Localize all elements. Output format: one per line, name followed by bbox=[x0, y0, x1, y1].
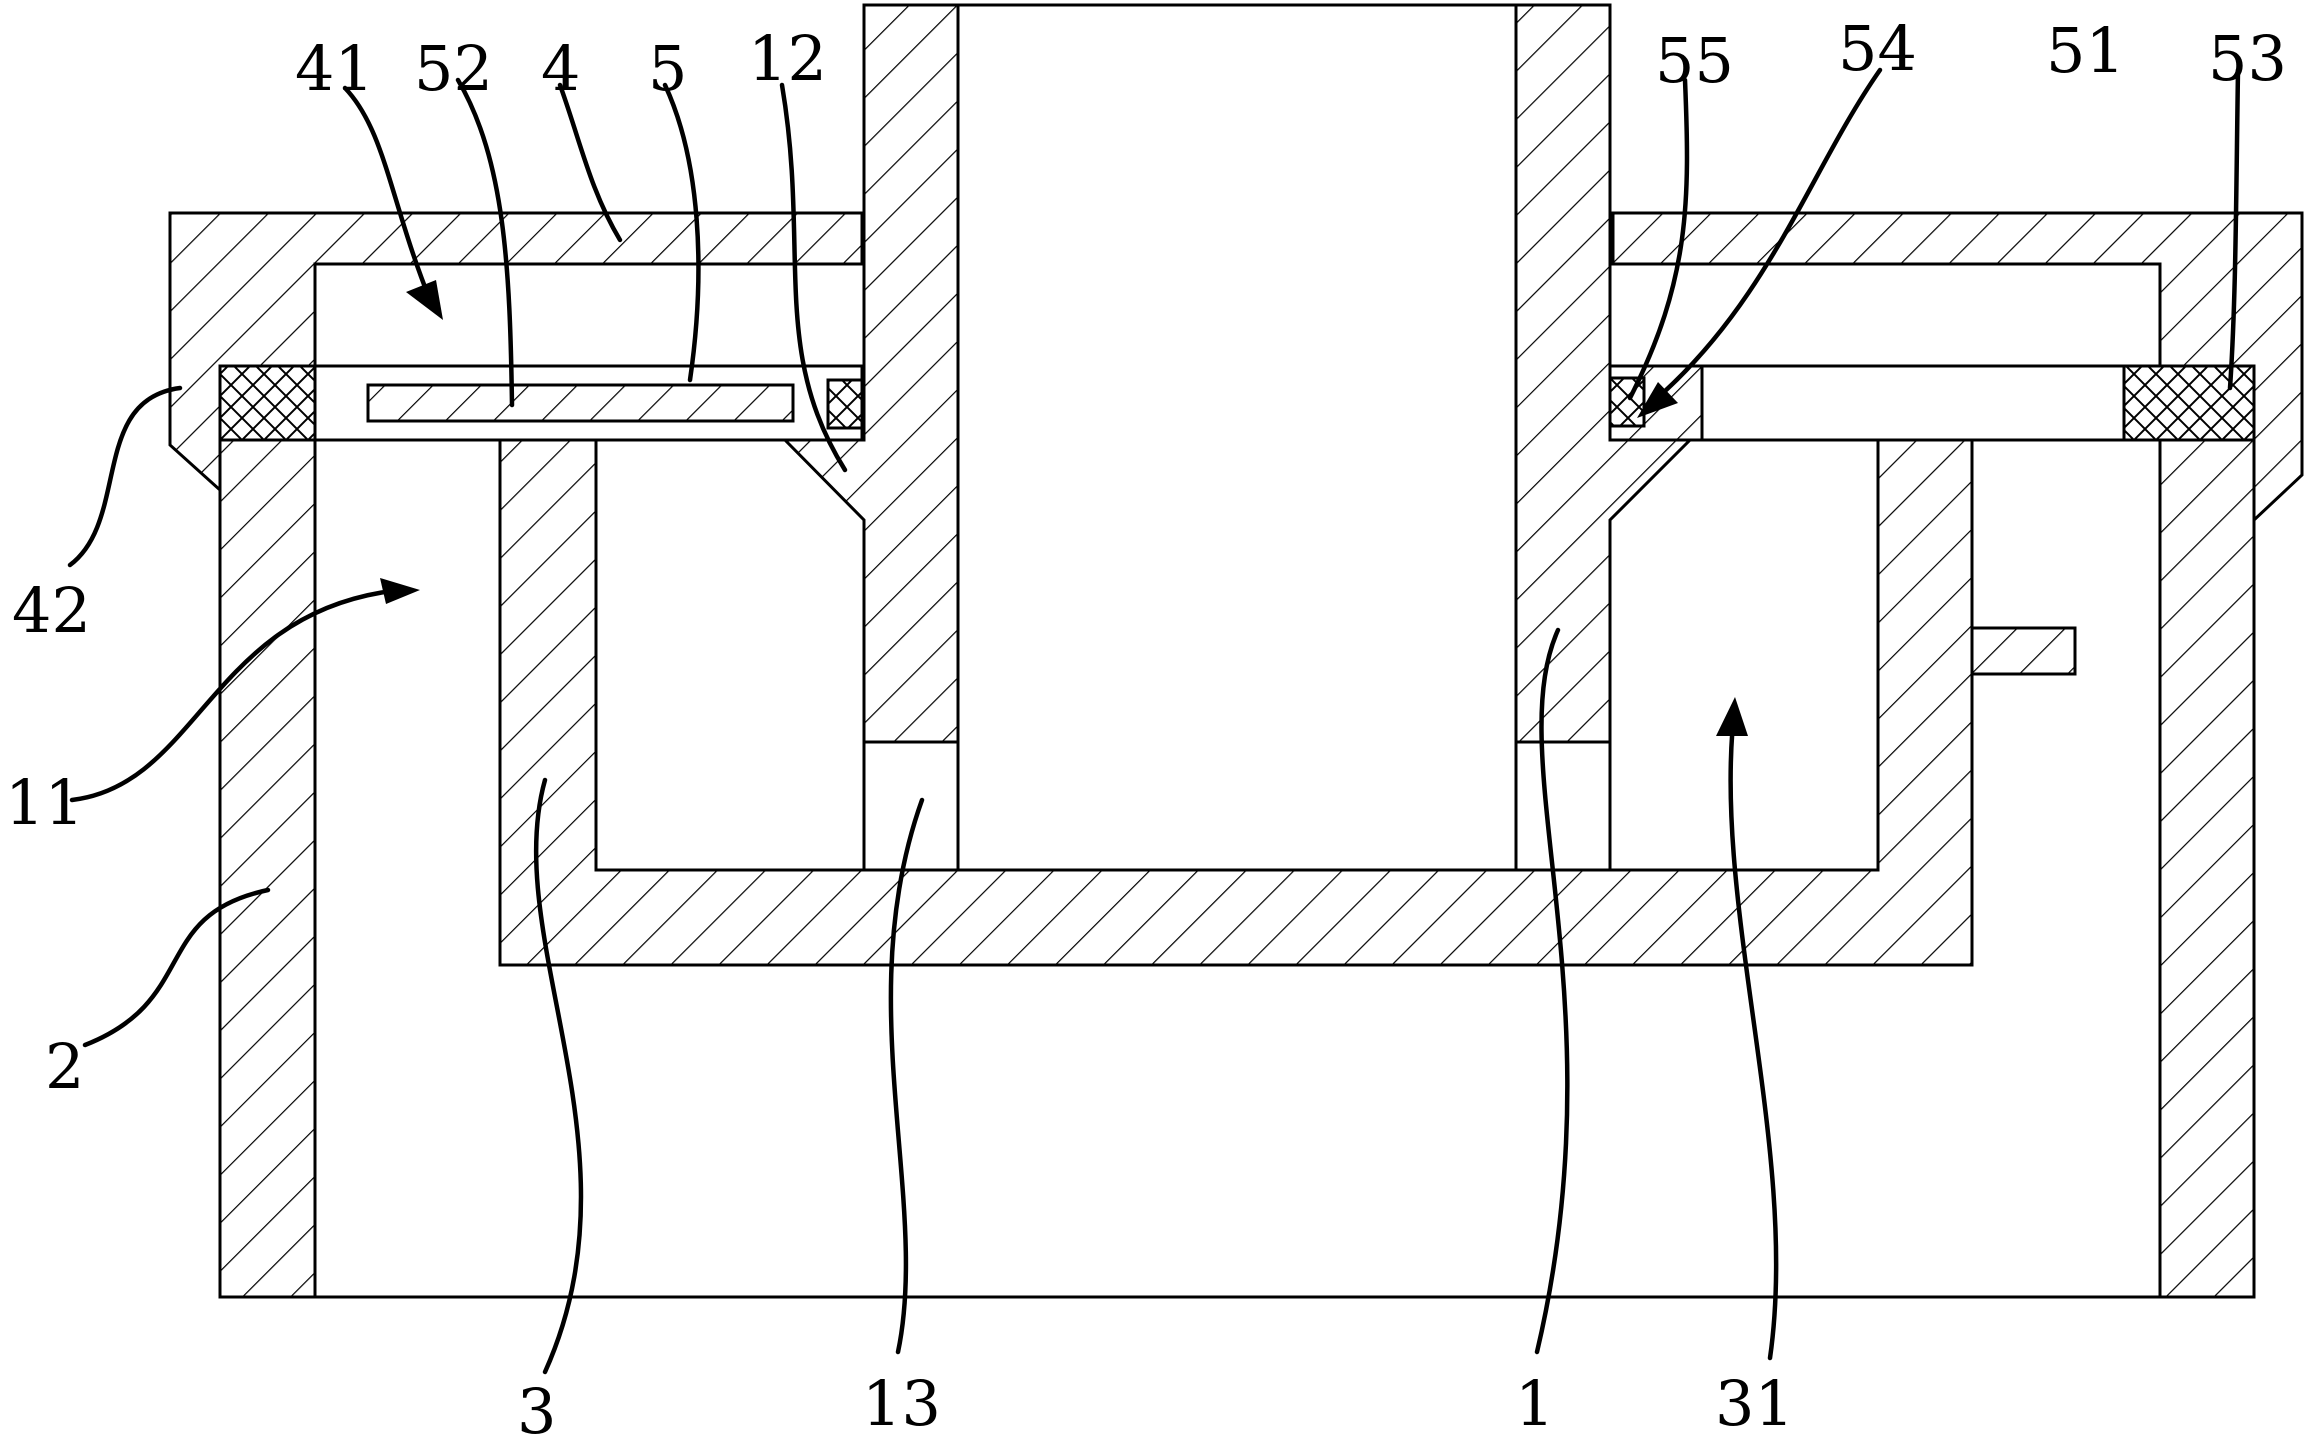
callout-53: 53 bbox=[2208, 22, 2287, 95]
leader-5 bbox=[662, 82, 701, 383]
callout-55: 55 bbox=[1655, 24, 1734, 97]
leader-31 bbox=[1728, 702, 1779, 1361]
tube-left-wall bbox=[781, 3, 960, 744]
leader-55 bbox=[1627, 77, 1690, 401]
leader-42 bbox=[67, 385, 183, 568]
callout-11: 11 bbox=[5, 766, 84, 839]
callout-13: 13 bbox=[862, 1367, 941, 1438]
leader-2 bbox=[82, 887, 271, 1048]
arrow-11 bbox=[380, 578, 420, 604]
leader-11 bbox=[69, 587, 403, 803]
stop-block-left bbox=[826, 378, 864, 430]
callout-54: 54 bbox=[1838, 12, 1917, 85]
tube-bore bbox=[956, 3, 1518, 872]
stop-block-55 bbox=[1608, 376, 1646, 428]
leader-53 bbox=[2227, 67, 2241, 391]
callout-52: 52 bbox=[414, 32, 493, 105]
tube-gap-right bbox=[1514, 740, 1612, 872]
callout-12: 12 bbox=[748, 22, 827, 95]
callout-4: 4 bbox=[541, 32, 580, 105]
leader-54 bbox=[1652, 67, 1883, 403]
housing-right-wall bbox=[2158, 438, 2256, 1299]
arrow-54 bbox=[1637, 382, 1678, 418]
seal-ring-left bbox=[218, 364, 317, 442]
callout-3: 3 bbox=[517, 1375, 556, 1438]
leader-41 bbox=[342, 85, 433, 303]
leader-52 bbox=[455, 77, 515, 408]
leader-3 bbox=[533, 777, 584, 1375]
callout-1: 1 bbox=[1515, 1367, 1554, 1438]
callout-41: 41 bbox=[295, 32, 374, 105]
arrow-31 bbox=[1716, 697, 1748, 736]
arrow-41 bbox=[406, 280, 443, 320]
leader-13 bbox=[888, 797, 925, 1355]
callout-2: 2 bbox=[45, 1030, 84, 1103]
callout-42: 42 bbox=[12, 574, 91, 647]
callout-5: 5 bbox=[648, 32, 687, 105]
seal-ring-right bbox=[2122, 364, 2256, 442]
slide-channel-left bbox=[218, 364, 866, 442]
callout-51: 51 bbox=[2046, 14, 2125, 87]
leader-12 bbox=[779, 82, 848, 473]
callout-31: 31 bbox=[1715, 1367, 1794, 1438]
leader-1 bbox=[1534, 627, 1570, 1355]
leader-4 bbox=[557, 82, 623, 243]
slider-plate-52 bbox=[366, 383, 795, 423]
housing-left-wall bbox=[218, 438, 317, 1299]
tube-gap-left bbox=[862, 740, 960, 872]
cup-side-port bbox=[1970, 626, 2077, 676]
